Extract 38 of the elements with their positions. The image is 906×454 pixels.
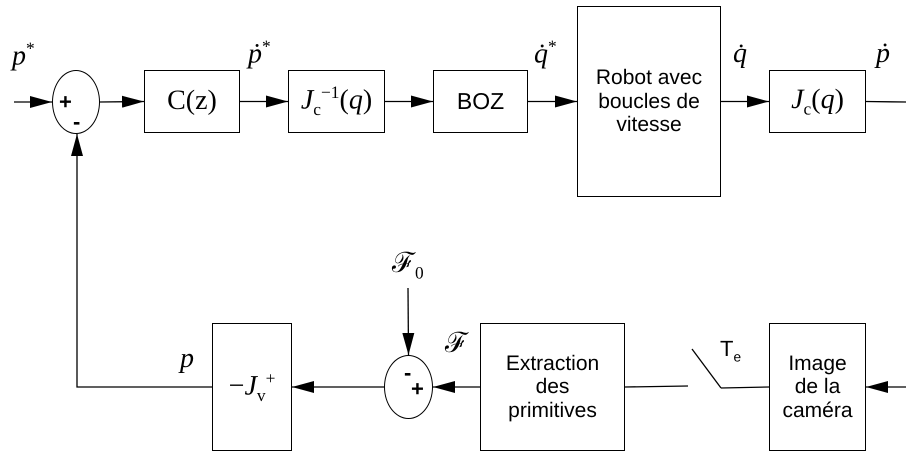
signal-line <box>866 100 906 103</box>
signal-line <box>624 385 688 388</box>
arrow <box>14 96 52 108</box>
arrow <box>433 381 480 393</box>
arrow <box>100 96 144 108</box>
block-label: J$_{c}$(q) <box>791 84 844 118</box>
block <box>769 323 866 451</box>
sign-label: + <box>411 378 424 400</box>
block-label: Extraction des primitives <box>504 352 600 422</box>
signal-label: ℱ$_{0}$ <box>392 250 424 282</box>
sign-label: - <box>404 362 412 384</box>
block-label: C(z) <box>167 86 217 117</box>
block <box>577 6 721 197</box>
arrow <box>240 96 288 108</box>
block-label: Robot avec boucles de vitesse <box>594 66 704 137</box>
block <box>769 70 866 133</box>
signal-label: p$^{*}$ <box>12 40 35 70</box>
arrow <box>292 381 384 393</box>
arrow <box>866 381 906 393</box>
arrow <box>528 96 577 108</box>
signal-label: q̇$^{*}$ <box>534 38 557 68</box>
block <box>433 70 528 133</box>
block <box>480 323 625 451</box>
block-label: BOZ <box>456 88 504 114</box>
block <box>144 70 240 133</box>
block <box>212 323 292 451</box>
sign-label: + <box>59 91 72 113</box>
arrow <box>385 96 433 108</box>
block-label: J$_{c}$$^{−1}$(q) <box>300 83 372 120</box>
arrow <box>402 288 414 355</box>
block-label: Image de la caméra <box>781 352 854 422</box>
sign-label: - <box>73 111 80 133</box>
signal-label: ṗ$^{*}$ <box>248 38 271 68</box>
arrow <box>721 96 769 108</box>
signal-line <box>720 386 770 389</box>
sampling-period-label: T$_{e}$ <box>720 338 742 364</box>
block <box>288 70 385 133</box>
arrow <box>71 134 212 388</box>
